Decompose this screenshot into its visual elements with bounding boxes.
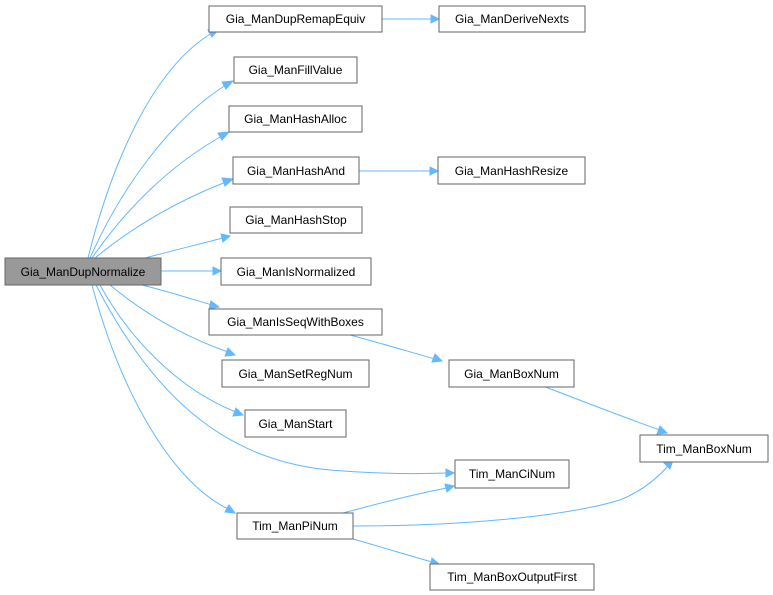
node-gia-manfillvalue[interactable]: Gia_ManFillValue (233, 56, 358, 84)
node-gia-manstart[interactable]: Gia_ManStart (244, 409, 347, 438)
node-gia-mansetregnum[interactable]: Gia_ManSetRegNum (221, 359, 370, 388)
node-gia-manderivenexts[interactable]: Gia_ManDeriveNexts (438, 5, 586, 33)
edge-root-to-hashAnd (94, 177, 235, 259)
edge-root-to-timCiNum (95, 284, 456, 478)
edge-dupRemapEquiv-to-deriveNexts (382, 14, 441, 24)
node-label: Gia_ManHashAlloc (244, 112, 347, 126)
node-label: Gia_ManDupRemapEquiv (226, 12, 365, 26)
node-label: Tim_ManCiNum (469, 467, 555, 481)
node-gia-manisseqwithboxes[interactable]: Gia_ManIsSeqWithBoxes (208, 308, 383, 336)
edge-root-to-dupRemapEquiv (87, 28, 221, 259)
edge-root-to-timPiNum (91, 284, 237, 514)
node-gia-manisnormalized[interactable]: Gia_ManIsNormalized (220, 257, 372, 286)
edge-timPiNum-to-timBoxOutputFirst (352, 538, 441, 567)
edge-isSeqWithBoxes-to-boxNum (349, 334, 444, 363)
node-label: Gia_ManHashStop (245, 213, 347, 227)
node-label: Tim_ManPiNum (252, 519, 338, 533)
edge-root-to-hashAlloc (91, 131, 231, 259)
node-gia-manhashalloc[interactable]: Gia_ManHashAlloc (228, 105, 363, 133)
edge-root-to-setRegNum (109, 284, 237, 357)
node-tim-manpinum[interactable]: Tim_ManPiNum (236, 512, 354, 540)
edge-root-to-fillValue (89, 80, 235, 259)
node-gia-manboxnum[interactable]: Gia_ManBoxNum (448, 359, 575, 388)
node-tim-manboxoutputfirst[interactable]: Tim_ManBoxOutputFirst (429, 563, 595, 591)
edge-root-to-isSeqWithBoxes (141, 284, 221, 310)
node-label: Gia_ManIsNormalized (237, 265, 356, 279)
node-tim-manboxnum[interactable]: Tim_ManBoxNum (639, 434, 769, 463)
node-label: Gia_ManIsSeqWithBoxes (227, 315, 364, 329)
node-label: Gia_ManStart (258, 417, 333, 431)
node-label: Tim_ManBoxNum (656, 442, 752, 456)
node-label: Gia_ManHashAnd (247, 164, 345, 178)
call-graph-edges (87, 14, 674, 567)
node-label: Tim_ManBoxOutputFirst (447, 570, 577, 584)
node-label: Gia_ManDupNormalize (21, 265, 146, 279)
node-label: Gia_ManDeriveNexts (455, 12, 569, 26)
edge-timPiNum-to-timCiNum (342, 483, 456, 514)
edge-root-to-isNormalized (161, 266, 223, 276)
node-label: Gia_ManFillValue (249, 63, 343, 77)
node-tim-mancinum[interactable]: Tim_ManCiNum (454, 459, 570, 489)
node-gia-manhashresize[interactable]: Gia_ManHashResize (437, 156, 586, 185)
node-label: Gia_ManHashResize (455, 164, 569, 178)
node-gia-manhashstop[interactable]: Gia_ManHashStop (229, 206, 363, 234)
call-graph-nodes: Gia_ManDupNormalize Gia_ManDupRemapEquiv… (4, 5, 769, 591)
edge-boxNum-to-timBoxNum (539, 384, 669, 435)
edge-root-to-hashStop (144, 233, 232, 259)
node-gia-mandupnormalize[interactable]: Gia_ManDupNormalize (4, 257, 162, 286)
edge-root-to-start (99, 284, 245, 417)
node-gia-mandupremapequiv[interactable]: Gia_ManDupRemapEquiv (208, 5, 383, 33)
node-label: Gia_ManSetRegNum (238, 367, 352, 381)
node-gia-manhashand[interactable]: Gia_ManHashAnd (232, 156, 360, 185)
edge-hashAnd-to-hashResize (359, 166, 440, 176)
node-label: Gia_ManBoxNum (464, 367, 559, 381)
